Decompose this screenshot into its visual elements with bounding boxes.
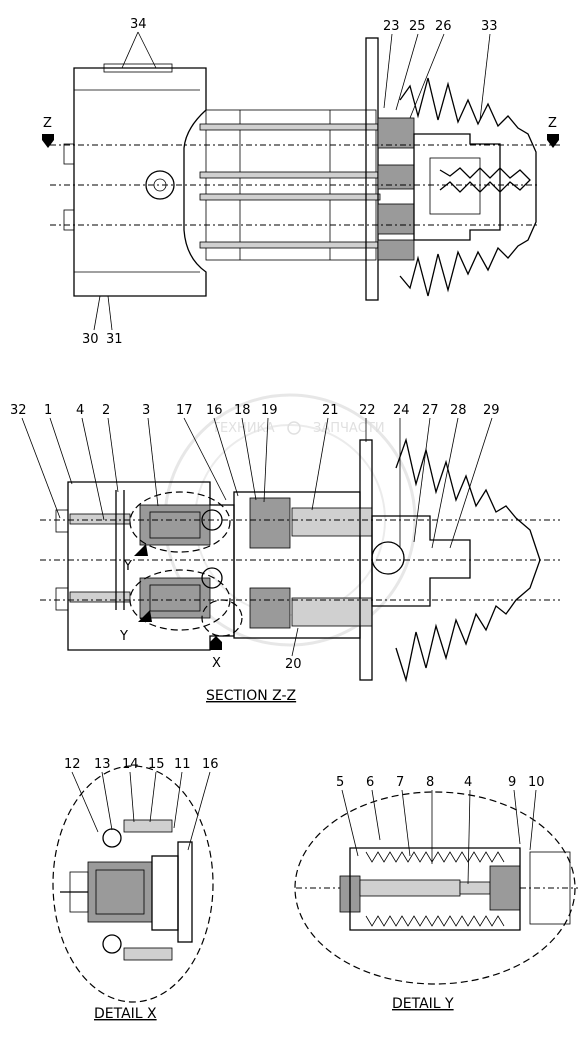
watermark-right-text: ЗАПЧАСТИ bbox=[313, 421, 385, 436]
section-mark-left: Z bbox=[43, 116, 52, 131]
mark-y-bottom: Y bbox=[119, 629, 128, 644]
section-mark-right: Z bbox=[548, 116, 557, 131]
label-29: 29 bbox=[483, 403, 500, 418]
label-9: 9 bbox=[508, 775, 516, 790]
label-22: 22 bbox=[359, 403, 376, 418]
label-21: 21 bbox=[322, 403, 339, 418]
gear-icon bbox=[287, 421, 301, 435]
label-14: 14 bbox=[122, 757, 139, 772]
detail-y: 5 6 7 8 4 9 10 DETAIL Y bbox=[294, 775, 578, 1012]
detail-y-title: DETAIL Y bbox=[392, 996, 454, 1012]
label-34: 34 bbox=[130, 17, 147, 32]
detail-x: 12 13 14 15 11 16 DETAIL X bbox=[52, 757, 219, 1022]
label-28: 28 bbox=[450, 403, 467, 418]
label-27: 27 bbox=[422, 403, 439, 418]
section-arrow-left-icon bbox=[42, 134, 54, 148]
section-arrow-right-icon bbox=[547, 134, 559, 148]
label-11: 11 bbox=[174, 757, 191, 772]
mark-x: X bbox=[212, 656, 221, 671]
label-4-detail: 4 bbox=[464, 775, 472, 790]
label-23: 23 bbox=[383, 19, 400, 34]
detail-x-title: DETAIL X bbox=[94, 1006, 157, 1022]
label-16-detail: 16 bbox=[202, 757, 219, 772]
label-6: 6 bbox=[366, 775, 374, 790]
label-16-top: 16 bbox=[206, 403, 223, 418]
label-10: 10 bbox=[528, 775, 545, 790]
label-31: 31 bbox=[106, 332, 123, 347]
label-25: 25 bbox=[409, 19, 426, 34]
label-33: 33 bbox=[481, 19, 498, 34]
label-20: 20 bbox=[285, 657, 302, 672]
label-32: 32 bbox=[10, 403, 27, 418]
label-15: 15 bbox=[148, 757, 165, 772]
label-4-top: 4 bbox=[76, 403, 84, 418]
label-24: 24 bbox=[393, 403, 410, 418]
label-5: 5 bbox=[336, 775, 344, 790]
detail-y-arrow-top-icon bbox=[134, 544, 148, 556]
label-7: 7 bbox=[396, 775, 404, 790]
detail-x-arrow-icon bbox=[210, 636, 222, 650]
watermark-left-text: ТЕХНИКА bbox=[211, 421, 275, 436]
label-30: 30 bbox=[82, 332, 99, 347]
label-19: 19 bbox=[261, 403, 278, 418]
label-18: 18 bbox=[234, 403, 251, 418]
top-view: Z Z 34 23 25 26 33 30 31 bbox=[42, 17, 560, 347]
label-3: 3 bbox=[142, 403, 150, 418]
label-13: 13 bbox=[94, 757, 111, 772]
label-12: 12 bbox=[64, 757, 81, 772]
label-2: 2 bbox=[102, 403, 110, 418]
label-8: 8 bbox=[426, 775, 434, 790]
section-view: Y Y X 32 1 4 2 3 17 16 18 19 21 22 24 27… bbox=[10, 403, 560, 704]
detail-y-arrow-bottom-icon bbox=[138, 610, 152, 622]
mark-y-top: Y bbox=[123, 559, 132, 574]
label-1: 1 bbox=[44, 403, 52, 418]
section-title: SECTION Z-Z bbox=[206, 688, 296, 704]
label-26: 26 bbox=[435, 19, 452, 34]
label-17: 17 bbox=[176, 403, 193, 418]
